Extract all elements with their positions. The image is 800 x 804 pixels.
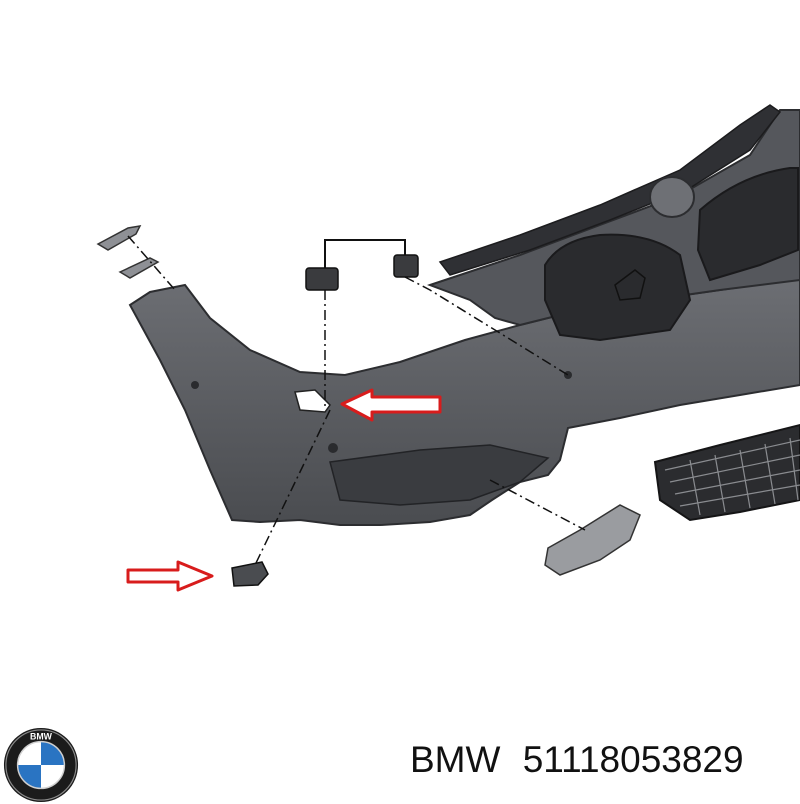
clip-leader-bracket	[324, 239, 406, 268]
emblem-recess	[649, 176, 695, 218]
bracket-lower-left	[118, 257, 160, 279]
bumper-cover	[128, 279, 800, 526]
tow-hook-cover	[231, 561, 269, 587]
mounting-strip	[438, 104, 782, 276]
bmw-roundel-icon: BMW	[3, 727, 79, 803]
part-number: 51118053829	[522, 739, 744, 780]
tow-hook-cover-opening	[294, 389, 331, 413]
kidney-grille-right	[696, 167, 799, 282]
bumper-hole	[191, 381, 199, 389]
part-caption: BMW 51118053829	[410, 738, 744, 782]
clip-left	[305, 267, 339, 291]
clip-right	[393, 254, 419, 278]
highlight-arrow-right	[340, 388, 442, 422]
bracket-upper-left	[96, 225, 142, 251]
lower-intake	[329, 444, 550, 506]
bumper-hole	[564, 371, 572, 379]
svg-text:BMW: BMW	[30, 732, 53, 742]
leader-lines	[127, 235, 586, 566]
highlight-arrow-left	[126, 560, 214, 592]
lower-trim-bracket	[544, 504, 641, 576]
brand-name: BMW	[410, 739, 501, 780]
lower-grille-mesh	[653, 423, 800, 522]
bumper-hole	[328, 443, 338, 453]
center-bracket	[614, 269, 646, 301]
